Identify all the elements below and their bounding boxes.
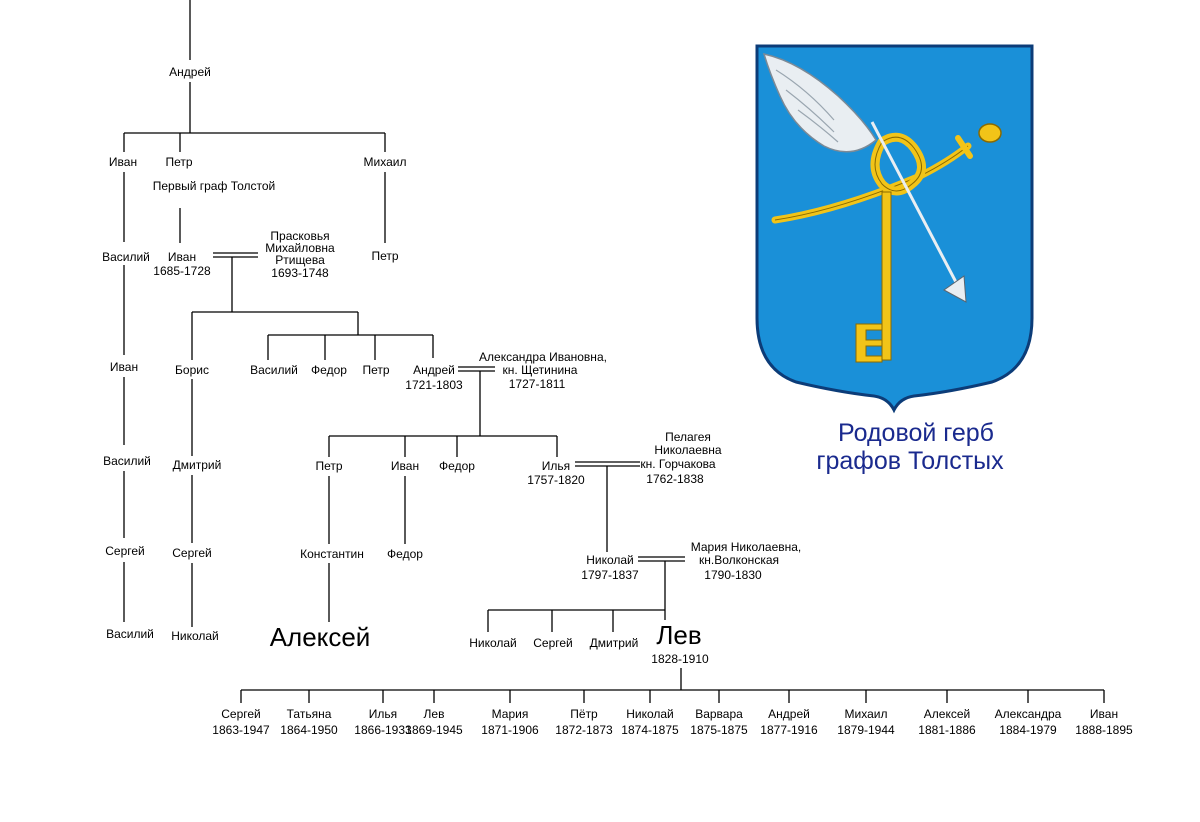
person-nikolay-father-years: 1797-1837 bbox=[581, 568, 639, 582]
crest-caption-line1: Родовой герб bbox=[838, 419, 994, 447]
spouse-alexandra-line1: Александра Ивановна, bbox=[479, 350, 607, 364]
child-name: Иван bbox=[1090, 707, 1118, 721]
spouse-maria-line1: Мария Николаевна, bbox=[691, 540, 802, 554]
person-lev-tolstoy: Лев bbox=[656, 620, 701, 650]
crest-key-icon bbox=[855, 132, 926, 363]
child-name: Мария bbox=[492, 707, 529, 721]
spouse-maria-years: 1790-1830 bbox=[704, 568, 762, 582]
person-petr-c: Петр bbox=[362, 363, 389, 377]
lev-children-row: Сергей 1863-1947 Татьяна 1864-1950 Илья 1866-… bbox=[212, 707, 1133, 737]
child-years: 1888-1895 bbox=[1075, 723, 1133, 737]
tree-connectors bbox=[123, 0, 1105, 703]
child-years: 1869-1945 bbox=[405, 723, 463, 737]
child-years: 1875-1875 bbox=[690, 723, 748, 737]
person-ivan: Иван bbox=[109, 155, 137, 169]
spouse-alexandra-line2: кн. Щетинина bbox=[503, 363, 578, 377]
child-years: 1874-1875 bbox=[621, 723, 679, 737]
child-name: Илья bbox=[369, 707, 397, 721]
spouse-pelageya-line3: кн. Горчакова bbox=[640, 457, 716, 471]
spouse-pelageya-years: 1762-1838 bbox=[646, 472, 704, 486]
child-years: 1872-1873 bbox=[555, 723, 613, 737]
person-nikolay-g: Николай bbox=[469, 636, 517, 650]
child-years: 1863-1947 bbox=[212, 723, 270, 737]
spouse-praskovya-line1: Прасковья bbox=[270, 229, 329, 243]
child-name: Татьяна bbox=[287, 707, 332, 721]
person-sergey-e: Сергей bbox=[105, 544, 145, 558]
person-ivan-c: Иван bbox=[110, 360, 138, 374]
person-andrey-c: Андрей bbox=[413, 363, 455, 377]
spouse-pelageya-line1: Пелагея bbox=[665, 430, 711, 444]
person-nikolay-f: Николай bbox=[171, 629, 219, 643]
person-boris: Борис bbox=[175, 363, 209, 377]
person-vasily-d: Василий bbox=[103, 454, 151, 468]
child-name: Пётр bbox=[570, 707, 598, 721]
person-konstantin: Константин bbox=[300, 547, 364, 561]
person-ilya-years: 1757-1820 bbox=[527, 473, 585, 487]
person-andrey-root: Андрей bbox=[169, 65, 211, 79]
child-years: 1877-1916 bbox=[760, 723, 818, 737]
person-sergey-g: Сергей bbox=[533, 636, 573, 650]
crest-coat-of-arms: Родовой герб графов Толстых bbox=[755, 44, 1034, 475]
child-years: 1871-1906 bbox=[481, 723, 539, 737]
child-name: Александра bbox=[995, 707, 1062, 721]
person-andrey-c-years: 1721-1803 bbox=[405, 378, 463, 392]
child-years: 1866-1933 bbox=[354, 723, 412, 737]
person-dmitry-d: Дмитрий bbox=[173, 458, 222, 472]
child-name: Николай bbox=[626, 707, 674, 721]
child-name: Андрей bbox=[768, 707, 810, 721]
person-vasily-f: Василий bbox=[106, 627, 154, 641]
person-nikolay-father: Николай bbox=[586, 553, 634, 567]
crest-sword-icon bbox=[771, 123, 1002, 224]
spouse-maria-line2: кн.Волконская bbox=[699, 553, 779, 567]
child-years: 1864-1950 bbox=[280, 723, 338, 737]
person-petr-b: Петр bbox=[371, 249, 398, 263]
person-vasily-c: Василий bbox=[250, 363, 298, 377]
spouse-praskovya-line3: Ртищева bbox=[275, 253, 325, 267]
spouse-praskovya-years: 1693-1748 bbox=[271, 266, 329, 280]
crest-wing-icon bbox=[762, 52, 877, 153]
crest-arrow-icon bbox=[870, 121, 967, 303]
person-mikhail: Михаил bbox=[364, 155, 407, 169]
person-ivan-count-years: 1685-1728 bbox=[153, 264, 211, 278]
child-years: 1881-1886 bbox=[918, 723, 976, 737]
person-ivan-count: Иван bbox=[168, 250, 196, 264]
person-petr-d: Петр bbox=[315, 459, 342, 473]
child-years: 1879-1944 bbox=[837, 723, 895, 737]
spouse-praskovya-line2: Михайловна bbox=[265, 241, 335, 255]
child-name: Лев bbox=[424, 707, 445, 721]
spouse-alexandra-years: 1727-1811 bbox=[509, 377, 566, 391]
child-name: Михаил bbox=[845, 707, 888, 721]
person-fedor-e: Федор bbox=[387, 547, 423, 561]
child-name: Алексей bbox=[924, 707, 970, 721]
person-lev-tolstoy-years: 1828-1910 bbox=[651, 652, 709, 666]
person-fedor-c: Федор bbox=[311, 363, 347, 377]
person-sergey-e2: Сергей bbox=[172, 546, 212, 560]
spouse-pelageya-line2: Николаевна bbox=[654, 443, 722, 457]
tree-labels: Андрей Иван Петр Первый граф Толстой Мих… bbox=[102, 65, 801, 666]
child-years: 1884-1979 bbox=[999, 723, 1057, 737]
person-petr: Петр bbox=[165, 155, 192, 169]
person-ilya: Илья bbox=[542, 459, 570, 473]
person-alexey-writer: Алексей bbox=[270, 622, 371, 652]
crest-caption-line2: графов Толстых bbox=[816, 447, 1004, 475]
person-petr-title: Первый граф Толстой bbox=[153, 179, 275, 193]
person-vasily: Василий bbox=[102, 250, 150, 264]
person-dmitry-g: Дмитрий bbox=[590, 636, 639, 650]
person-ivan-d: Иван bbox=[391, 459, 419, 473]
person-fedor-d: Федор bbox=[439, 459, 475, 473]
child-name: Варвара bbox=[695, 707, 743, 721]
child-name: Сергей bbox=[221, 707, 261, 721]
